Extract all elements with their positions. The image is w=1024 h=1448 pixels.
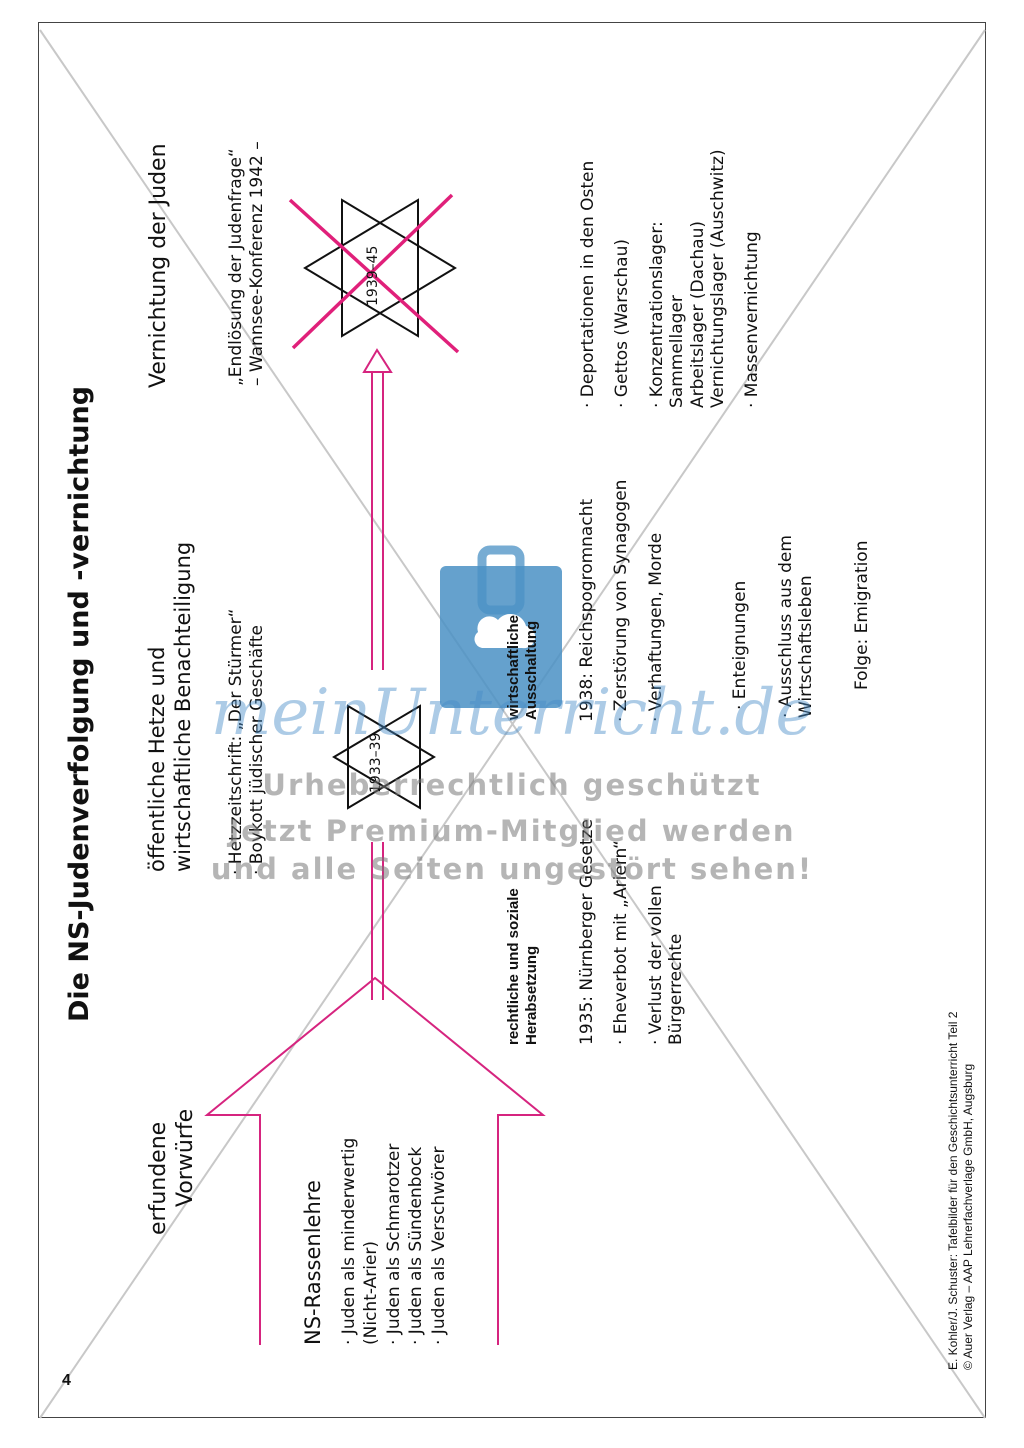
consequence-text: Folge: Emigration <box>852 540 872 690</box>
legal-heading-line1: rechtliche und soziale <box>505 888 522 1045</box>
briefcase-cloud-icon <box>440 545 562 708</box>
wannsee-quote-line2: – Wannsee-Konferenz 1942 – <box>246 141 267 386</box>
source-line-2: © Auer Verlag – AAP Lehrerfachverlage Gm… <box>960 1063 975 1370</box>
page-frame <box>38 22 986 1418</box>
origin-arrow <box>204 976 546 1345</box>
list-item: · Juden als minderwertig <box>339 1137 359 1345</box>
watermark-line3: und alle Seiten ungestört sehen! <box>210 852 814 886</box>
origins-list: · Juden als minderwertig (Nicht-Arier) ·… <box>338 1138 450 1345</box>
ns-rassenlehre-heading: NS-Rassenlehre <box>301 1180 325 1345</box>
star-of-david-icon <box>332 704 436 810</box>
origins-heading: erfundene Vorwürfe <box>146 1109 200 1235</box>
cross-out-icon <box>288 193 460 354</box>
list-item: · Konzentrationslager: <box>646 221 667 408</box>
list-item: · Massenvernichtung <box>742 231 763 408</box>
legal-heading: rechtliche und soziale Herabsetzung <box>505 888 542 1045</box>
wannsee-quote-line1: „Endlösung der Judenfrage“ <box>226 148 246 386</box>
origins-heading-line2: Vorwürfe <box>172 1108 198 1207</box>
star-of-david-icon <box>303 198 457 338</box>
watermark-line2: Jetzt Premium-Mitglied werden <box>228 814 796 848</box>
watermark-diagonal <box>39 29 986 1419</box>
list-item: Arbeitslager (Dachau) <box>687 221 708 408</box>
list-item: · Juden als Verschwörer <box>428 1146 449 1345</box>
list-item: · Deportationen in den Osten <box>578 160 598 408</box>
wannsee-quote: „Endlösung der Judenfrage“ – Wannsee-Kon… <box>226 141 267 386</box>
list-item: Vernichtungslager (Auschwitz) <box>707 149 728 408</box>
page-number: 4 <box>62 1372 71 1389</box>
legal-heading-line2: Herabsetzung <box>523 945 541 1045</box>
origins-heading-line1: erfundene <box>146 1121 171 1235</box>
list-item: · Juden als Sündenbock <box>406 1146 427 1345</box>
list-item: (Nicht-Arier) <box>361 1240 382 1345</box>
stage3-list: · Deportationen in den Osten · Gettos (W… <box>578 149 763 408</box>
list-item: Sammellager <box>667 295 688 408</box>
list-item: · Gettos (Warschau) <box>612 239 633 408</box>
connector-arrowhead <box>362 348 393 373</box>
stage3-star-label: 1939–45 <box>365 245 381 306</box>
list-item: · Juden als Schmarotzer <box>383 1143 404 1345</box>
source-credit: E. Kohler/J. Schuster: Tafelbilder für d… <box>946 1012 975 1370</box>
stage3-heading: Vernichtung der Juden <box>146 143 171 388</box>
watermark-brand: meinUnterricht.de <box>210 676 814 750</box>
source-line-1: E. Kohler/J. Schuster: Tafelbilder für d… <box>946 1011 960 1370</box>
watermark-line1: Urheberrechtlich geschützt <box>262 768 762 802</box>
